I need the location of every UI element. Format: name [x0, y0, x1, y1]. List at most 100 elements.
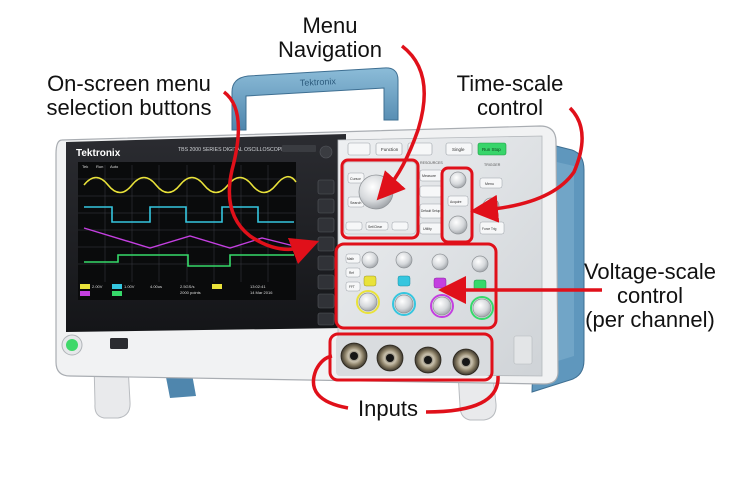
ch3-position-knob — [431, 253, 449, 271]
horizontal-scale-knob — [448, 215, 468, 235]
acquire-button — [447, 195, 469, 207]
trigger-menu-button-label: Menu — [485, 182, 494, 186]
save-icon-button — [347, 142, 371, 156]
screen-label-run: Run — [96, 164, 103, 169]
ch1-scale-knob — [358, 292, 378, 312]
callout-menu-navigation: Menu Navigation — [255, 14, 405, 62]
run-stop-button-label: Run Stop — [482, 147, 501, 152]
side-button-2 — [317, 198, 335, 214]
menu-off-button — [319, 145, 333, 159]
usb-port — [110, 338, 128, 349]
readout-sample-rate: 2.5GS/s — [180, 284, 194, 289]
side-button-3 — [317, 217, 335, 233]
fft-button-label: FFT — [349, 285, 355, 289]
side-button-7 — [317, 293, 335, 309]
cursor-button-label: Cursor — [350, 177, 362, 181]
next-button — [391, 221, 409, 231]
side-button-6 — [317, 274, 335, 290]
ch1-position-knob — [361, 251, 379, 269]
arrow-onscreen-menu — [222, 90, 320, 265]
ch4-waveform — [84, 254, 294, 267]
ref-button-label: Ref — [349, 271, 354, 275]
side-button-4 — [317, 236, 335, 252]
readout-timebase: 4.00us — [150, 284, 162, 289]
ch2-scale-knob — [394, 294, 414, 314]
callout-voltage-scale-line-1: Voltage-scale — [583, 259, 717, 284]
bnc-input-1 — [340, 342, 368, 370]
ch2-position-knob — [395, 251, 413, 269]
acquire-button-label: Acquire — [450, 200, 462, 204]
callout-onscreen-menu: On-screen menu selection buttons — [14, 72, 244, 120]
callout-inputs: Inputs — [318, 397, 458, 421]
callout-time-scale-line-1: Time-scale — [456, 71, 564, 96]
resources-label: RESOURCES — [420, 161, 443, 165]
readout-time: 13:02:41 — [250, 284, 266, 289]
ch3-menu-button — [433, 277, 447, 289]
callout-voltage-scale-line-3: (per channel) — [585, 307, 715, 332]
arrow-inputs-left — [311, 354, 349, 410]
readout-ch1-scale: 2.00V — [92, 284, 103, 289]
brand-logo: Tektronix — [76, 148, 121, 159]
side-menu-buttons — [317, 145, 335, 326]
handle-brand-label: Tektronix — [300, 76, 337, 88]
callout-voltage-scale-line-2: control — [616, 283, 684, 308]
search-button-label: Search — [350, 201, 361, 205]
function-button-label: Function — [381, 147, 399, 152]
highlight-menu-navigation — [340, 158, 420, 240]
default-setup-button-label: Default Setup — [421, 209, 441, 213]
callout-onscreen-menu-line-1: On-screen menu — [47, 71, 211, 96]
fft-button — [345, 281, 361, 292]
bnc-input-3 — [414, 346, 442, 374]
callout-menu-navigation-line-2: Navigation — [278, 37, 382, 62]
cursor-button — [347, 172, 365, 184]
force-trig-button-label: Force Trig — [482, 227, 497, 231]
ref-button — [345, 267, 361, 278]
screen-label-tek: Tek — [82, 164, 88, 169]
run-stop-button — [477, 142, 507, 156]
highlight-voltage-scale — [334, 242, 498, 330]
function-button — [375, 142, 403, 156]
arrow-menu-navigation — [376, 44, 426, 201]
callout-time-scale-line-2: control — [476, 95, 544, 120]
arrow-inputs-right — [425, 375, 500, 414]
callout-voltage-scale: Voltage-scale control (per channel) — [566, 260, 734, 332]
readout-record-length: 2000 points — [180, 290, 201, 295]
single-button-label: Single — [452, 147, 465, 152]
trigger-menu-button — [479, 177, 503, 189]
single-button — [445, 142, 473, 156]
power-button — [66, 339, 78, 351]
bnc-input-4 — [452, 348, 480, 376]
measure-button-label: Measure — [422, 174, 436, 178]
side-button-5 — [317, 255, 335, 271]
ch1-waveform — [83, 175, 297, 194]
callout-menu-navigation-line-1: Menu — [302, 13, 358, 38]
ch2-waveform — [84, 206, 294, 223]
ch3-scale-knob — [432, 296, 452, 316]
utility-button-label: Utility — [423, 227, 432, 231]
input-strip — [336, 336, 490, 376]
callout-onscreen-menu-line-2: selection buttons — [46, 95, 212, 120]
readout-date: 14 Mar 2016 — [250, 290, 273, 295]
screen-label-auto: Auto — [110, 164, 119, 169]
callout-inputs-line-1: Inputs — [358, 396, 418, 421]
probe-comp — [513, 335, 533, 365]
ch4-position-knob — [471, 255, 489, 273]
side-button-8 — [317, 312, 335, 326]
trigger-label: TRIGGER — [484, 163, 501, 167]
ch3-waveform — [83, 227, 295, 249]
math-button — [345, 253, 361, 264]
model-label: TBS 2000 SERIES DIGITAL OSCILLOSCOPE — [178, 147, 285, 153]
callout-time-scale: Time-scale control — [430, 72, 590, 120]
side-button-1 — [317, 179, 335, 195]
horizontal-position-knob — [449, 171, 467, 189]
ch1-menu-button — [363, 275, 377, 287]
bnc-input-2 — [376, 344, 404, 372]
prev-button — [345, 221, 363, 231]
ch2-menu-button — [397, 275, 411, 287]
ch4-scale-knob — [472, 298, 492, 318]
multipurpose-knob — [358, 174, 394, 210]
carry-handle — [231, 67, 399, 131]
set-clear-button — [365, 221, 389, 231]
math-button-label: Math — [347, 257, 354, 261]
